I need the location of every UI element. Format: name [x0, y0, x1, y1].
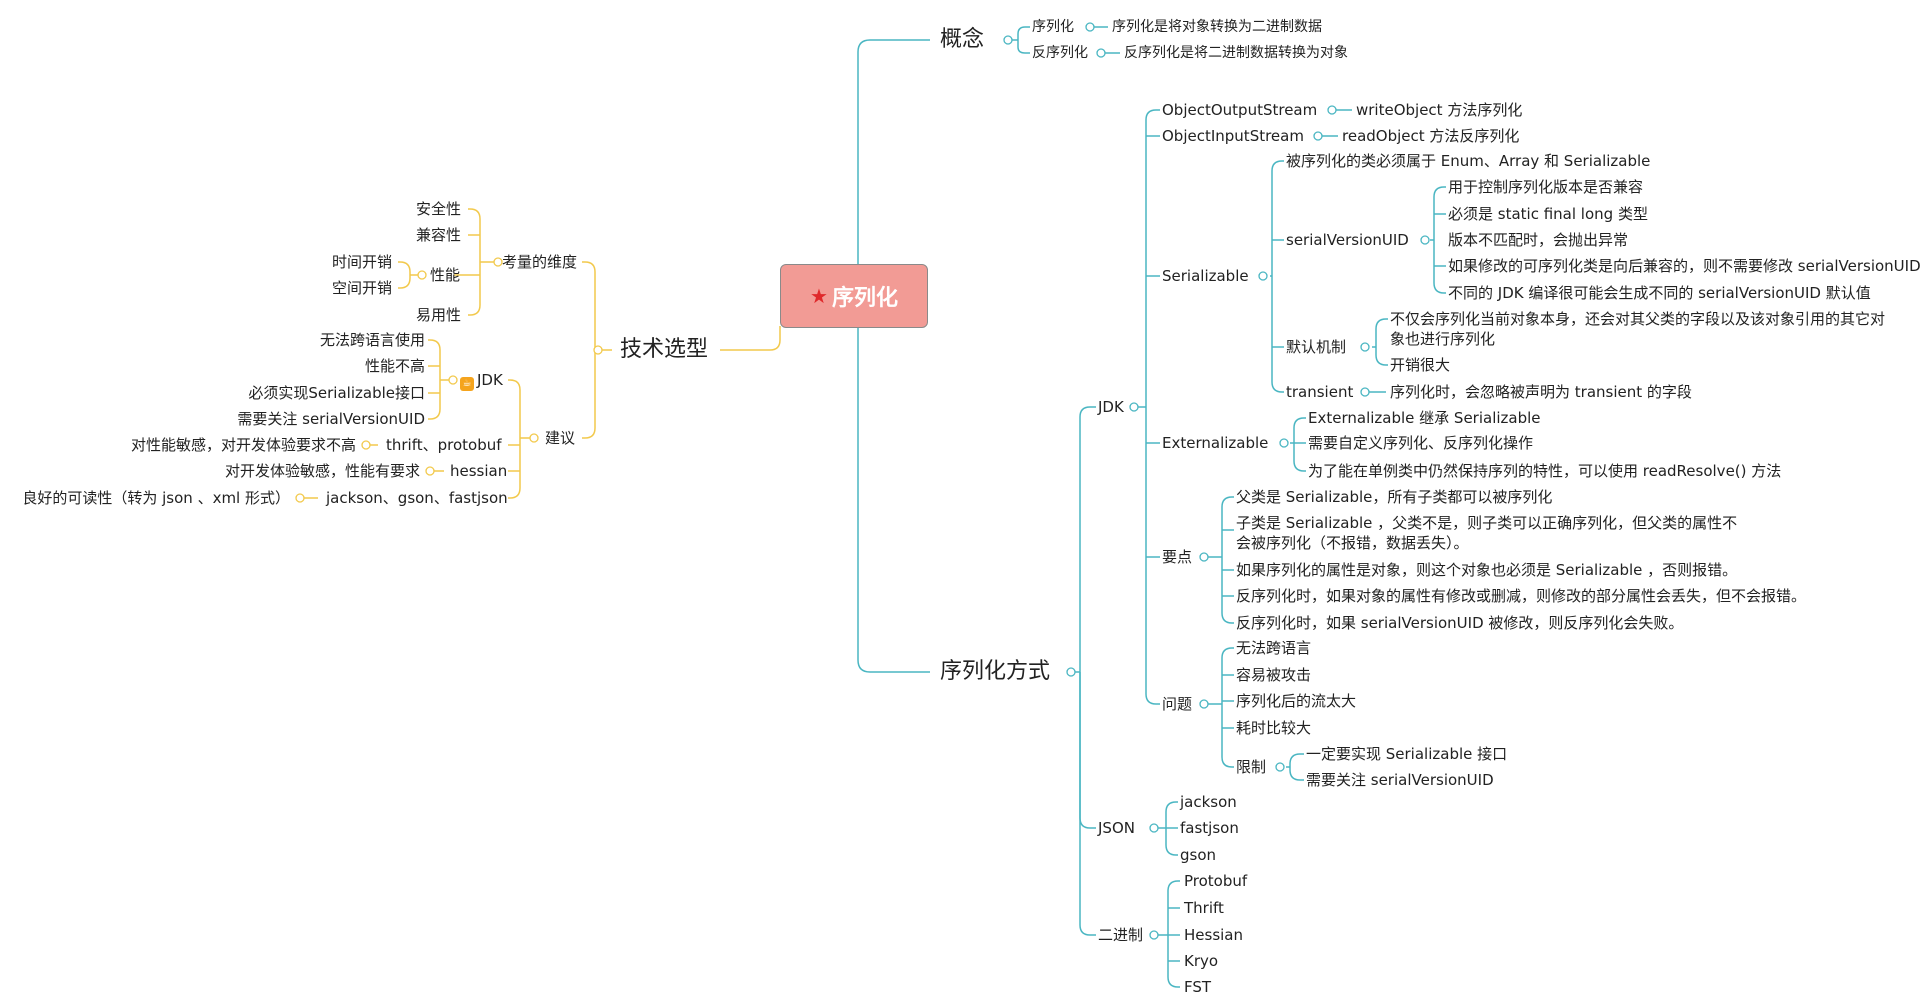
dimension-security[interactable]: 安全性: [415, 200, 461, 218]
ois-desc[interactable]: readObject 方法反序列化: [1342, 127, 1520, 145]
perf-space[interactable]: 空间开销: [331, 279, 392, 297]
dimension-perf[interactable]: 性能: [430, 266, 461, 284]
advice-jdk-node[interactable]: ☕JDK: [460, 370, 503, 391]
json-node[interactable]: JSON: [1098, 819, 1135, 837]
problems-node[interactable]: 问题: [1162, 695, 1193, 713]
advice-cond-1[interactable]: 对性能敏感，对开发体验要求不高: [130, 436, 356, 454]
java-icon: ☕: [460, 377, 474, 391]
advice-jdk-label: JDK: [477, 371, 503, 389]
dimensions-node[interactable]: 考量的维度: [502, 253, 578, 271]
default-mechanism-line1[interactable]: 不仅会序列化当前对象本身，还会对其父类的字段以及该对象引用的其它对: [1390, 310, 1886, 328]
binary-node[interactable]: 二进制: [1098, 926, 1144, 944]
jdk-node[interactable]: JDK: [1098, 398, 1124, 416]
concept-serialize[interactable]: 序列化: [1032, 19, 1074, 35]
transient-desc[interactable]: 序列化时，会忽略被声明为 transient 的字段: [1390, 383, 1692, 401]
advice-cond-2[interactable]: 对开发体验敏感，性能有要求: [224, 462, 420, 480]
oos-desc[interactable]: writeObject 方法序列化: [1356, 101, 1523, 119]
advice-tech-1[interactable]: thrift、protobuf: [386, 436, 502, 454]
problem-3[interactable]: 序列化后的流太大: [1236, 692, 1357, 710]
uid-node[interactable]: serialVersionUID: [1286, 231, 1409, 249]
topic-selection[interactable]: 技术选型: [620, 337, 709, 362]
uid-item-1[interactable]: 用于控制序列化版本是否兼容: [1448, 178, 1644, 196]
binary-item-protobuf[interactable]: Protobuf: [1184, 872, 1248, 890]
advice-tech-2[interactable]: hessian: [450, 462, 508, 480]
point-2b[interactable]: 会被序列化（不报错，数据丢失）。: [1236, 534, 1469, 552]
binary-item-kryo[interactable]: Kryo: [1184, 952, 1219, 970]
limit-item-1[interactable]: 一定要实现 Serializable 接口: [1306, 745, 1508, 763]
transient-node[interactable]: transient: [1286, 383, 1354, 401]
ois-node[interactable]: ObjectInputStream: [1162, 127, 1304, 145]
externalizable-item-2[interactable]: 需要自定义序列化、反序列化操作: [1308, 434, 1534, 452]
externalizable-item-1[interactable]: Externalizable 继承 Serializable: [1308, 409, 1541, 427]
uid-item-2[interactable]: 必须是 static final long 类型: [1448, 205, 1648, 223]
concept-deserialize-desc[interactable]: 反序列化是将二进制数据转换为对象: [1124, 45, 1348, 61]
concept-deserialize[interactable]: 反序列化: [1032, 45, 1088, 61]
root-label: 序列化: [831, 286, 898, 311]
dimension-usability[interactable]: 易用性: [415, 306, 461, 324]
problem-2[interactable]: 容易被攻击: [1236, 666, 1312, 684]
externalizable-item-3[interactable]: 为了能在单例类中仍然保持序列的特性，可以使用 readResolve() 方法: [1308, 462, 1782, 480]
advice-tech-3[interactable]: jackson、gson、fastjson: [326, 489, 508, 507]
oos-node[interactable]: ObjectOutputStream: [1162, 101, 1318, 119]
problem-1[interactable]: 无法跨语言: [1236, 639, 1312, 657]
point-1[interactable]: 父类是 Serializable，所有子类都可以被序列化: [1236, 488, 1553, 506]
dimension-compat[interactable]: 兼容性: [415, 226, 461, 244]
advice-jdk-item-2[interactable]: 性能不高: [364, 357, 425, 375]
point-4[interactable]: 反序列化时，如果对象的属性有修改或删减，则修改的部分属性会丢失，但不会报错。: [1236, 587, 1807, 605]
concept-serialize-desc[interactable]: 序列化是将对象转换为二进制数据: [1112, 19, 1322, 35]
limit-item-2[interactable]: 需要关注 serialVersionUID: [1306, 771, 1494, 789]
default-mechanism-node[interactable]: 默认机制: [1286, 338, 1347, 356]
advice-jdk-item-4[interactable]: 需要关注 serialVersionUID: [237, 410, 425, 428]
default-mechanism-line2[interactable]: 象也进行序列化: [1390, 330, 1496, 348]
problem-4[interactable]: 耗时比较大: [1236, 719, 1312, 737]
binary-item-hessian[interactable]: Hessian: [1184, 926, 1244, 944]
topic-methods[interactable]: 序列化方式: [940, 659, 1051, 684]
uid-item-5[interactable]: 不同的 JDK 编译很可能会生成不同的 serialVersionUID 默认值: [1448, 284, 1871, 302]
point-5[interactable]: 反序列化时，如果 serialVersionUID 被修改，则反序列化会失败。: [1236, 614, 1684, 632]
externalizable-node[interactable]: Externalizable: [1162, 434, 1269, 452]
point-2a[interactable]: 子类是 Serializable ，父类不是，则子类可以正确序列化，但父类的属性…: [1236, 514, 1738, 532]
uid-item-4[interactable]: 如果修改的可序列化类是向后兼容的，则不需要修改 serialVersionUID: [1448, 257, 1921, 275]
uid-item-3[interactable]: 版本不匹配时，会抛出异常: [1448, 231, 1629, 249]
perf-time[interactable]: 时间开销: [331, 253, 392, 271]
json-item-gson[interactable]: gson: [1180, 846, 1217, 864]
advice-cond-3[interactable]: 良好的可读性（转为 json 、xml 形式）: [22, 489, 290, 507]
star-icon: ★: [810, 284, 828, 308]
limit-node[interactable]: 限制: [1236, 758, 1267, 776]
json-item-fastjson[interactable]: fastjson: [1180, 819, 1239, 837]
binary-item-thrift[interactable]: Thrift: [1184, 899, 1224, 917]
json-item-jackson[interactable]: jackson: [1180, 793, 1237, 811]
root-topic[interactable]: ★ 序列化: [780, 264, 928, 328]
advice-node[interactable]: 建议: [545, 429, 576, 447]
topic-concept[interactable]: 概念: [940, 27, 985, 52]
point-3[interactable]: 如果序列化的属性是对象，则这个对象也必须是 Serializable ，否则报错…: [1236, 561, 1738, 579]
points-node[interactable]: 要点: [1162, 548, 1193, 566]
serializable-must[interactable]: 被序列化的类必须属于 Enum、Array 和 Serializable: [1286, 152, 1651, 170]
default-mechanism-cost[interactable]: 开销很大: [1390, 356, 1451, 374]
binary-item-fst[interactable]: FST: [1184, 978, 1212, 996]
advice-jdk-item-1[interactable]: 无法跨语言使用: [319, 331, 425, 349]
advice-jdk-item-3[interactable]: 必须实现Serializable接口: [248, 384, 425, 402]
serializable-node[interactable]: Serializable: [1162, 267, 1249, 285]
